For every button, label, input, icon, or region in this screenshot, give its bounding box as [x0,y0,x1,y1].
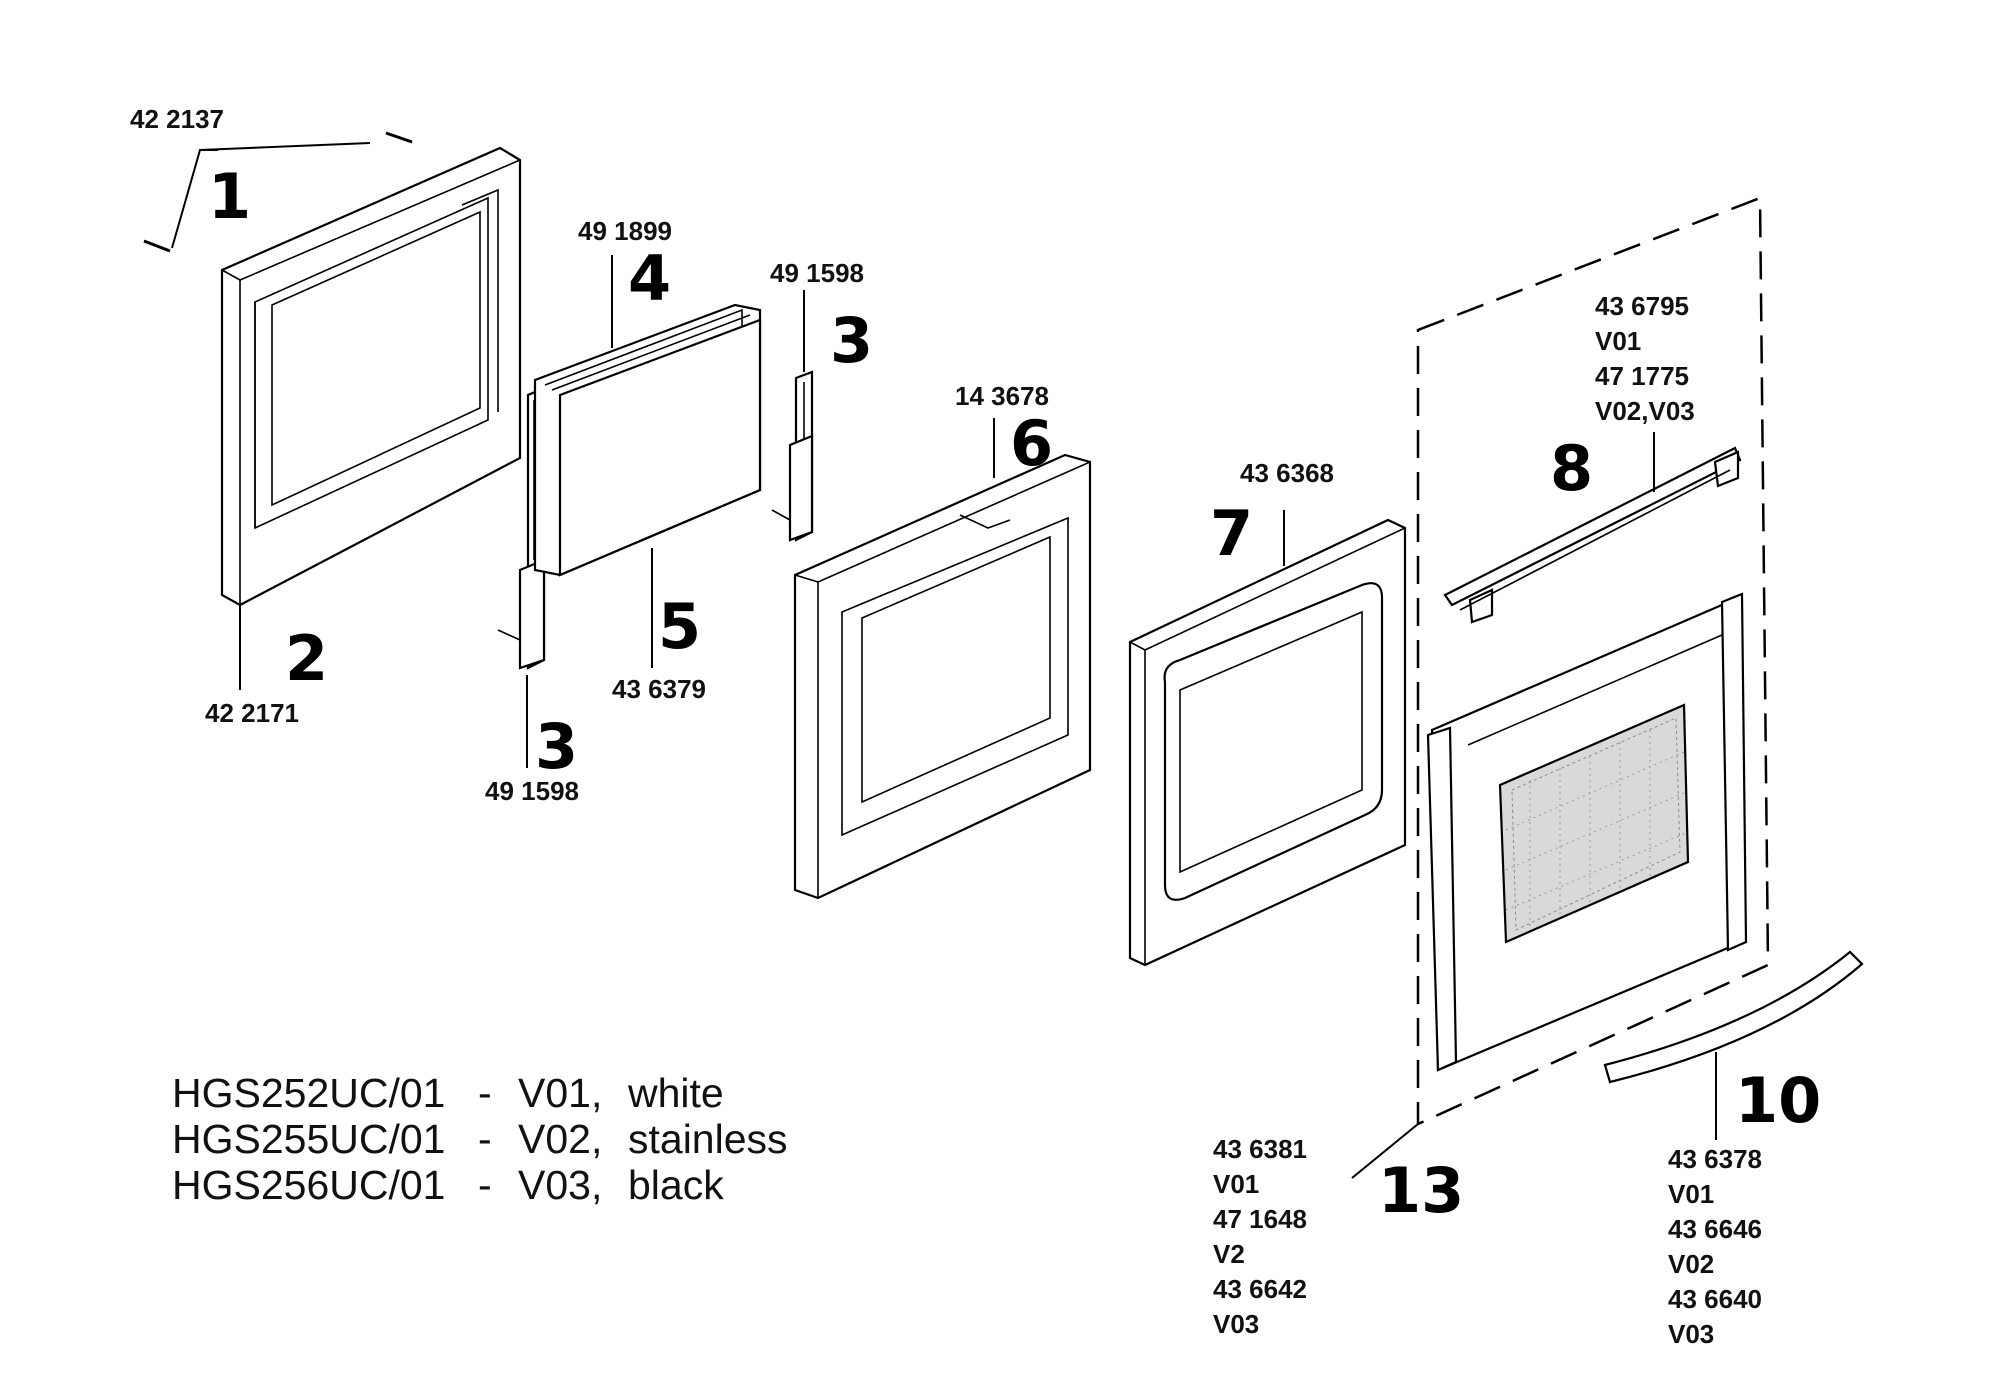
part-number-2: 42 2171 [205,698,299,728]
door-window [1498,703,1690,944]
legend-color-1: white [627,1070,724,1116]
part-7-door-liner [1128,510,1407,967]
part-13-line-2: V01 [1213,1169,1259,1199]
part-number-3-lower: 49 1598 [485,776,579,806]
legend-variant-2: V02, [518,1116,602,1162]
legend-color-2: stainless [628,1116,788,1162]
legend-model-1: HGS252UC/01 [172,1070,445,1116]
leader-1b [199,142,371,151]
part-13-line-6: V03 [1213,1309,1259,1339]
part-13-line-3: 47 1648 [1213,1204,1307,1234]
legend-dash-2: - [478,1116,492,1162]
callout-3-lower: 3 [535,710,578,783]
part-10-handle [1603,950,1864,1140]
part-8-line-1: 43 6795 [1595,291,1689,321]
legend-color-3: black [628,1162,724,1208]
legend-variant-1: V01, [518,1070,602,1116]
part-10-line-6: V03 [1668,1319,1714,1349]
legend-dash-1: - [478,1070,492,1116]
part-10-line-3: 43 6646 [1668,1214,1762,1244]
part-number-4: 49 1899 [578,216,672,246]
part-4-5-glass-pack [533,255,762,668]
part-number-7: 43 6368 [1240,458,1334,488]
part-13-outer-door-group [1351,196,1770,1179]
pin-left [143,239,171,253]
part-13-line-1: 43 6381 [1213,1134,1307,1164]
callout-6: 6 [1010,407,1053,480]
callout-10: 10 [1735,1064,1821,1137]
part-number-1: 42 2137 [130,104,224,134]
callout-7: 7 [1210,497,1253,570]
pin-right [385,131,413,144]
part-10-line-5: 43 6640 [1668,1284,1762,1314]
part-8-top-trim [1443,432,1742,624]
legend-model-2: HGS255UC/01 [172,1116,445,1162]
callout-3-upper: 3 [830,304,873,377]
part-13-line-5: 43 6642 [1213,1274,1307,1304]
part-number-13-block: 43 6381 V01 47 1648 V2 43 6642 V03 [1213,1134,1307,1339]
callout-5: 5 [658,590,701,663]
part-number-5: 43 6379 [612,674,706,704]
model-legend: HGS252UC/01 - V01, white HGS255UC/01 - V… [172,1070,788,1208]
legend-model-3: HGS256UC/01 [172,1162,445,1208]
callout-13: 13 [1378,1154,1464,1227]
callout-1: 1 [208,160,251,233]
part-number-10-block: 43 6378 V01 43 6646 V02 43 6640 V03 [1668,1144,1762,1349]
callout-8: 8 [1550,432,1593,505]
legend-variant-3: V03, [518,1162,602,1208]
part-10-line-1: 43 6378 [1668,1144,1762,1174]
callout-2: 2 [285,622,328,695]
part-13-line-4: V2 [1213,1239,1245,1269]
part-number-3-upper: 49 1598 [770,258,864,288]
part-10-line-4: V02 [1668,1249,1714,1279]
part-8-line-4: V02,V03 [1595,396,1695,426]
part-1-hinge-pins [143,131,413,253]
legend-dash-3: - [478,1162,492,1208]
callout-4: 4 [628,242,671,315]
part-number-6: 14 3678 [955,381,1049,411]
part-2-inner-door-frame [220,146,522,690]
dashed-group-outline [1416,196,1770,1126]
part-8-line-3: 47 1775 [1595,361,1689,391]
part-3-upper-hinge [771,290,814,542]
part-number-8-block: 43 6795 V01 47 1775 V02,V03 [1595,291,1695,426]
part-8-line-2: V01 [1595,326,1641,356]
part-10-line-2: V01 [1668,1179,1714,1209]
part-6-insulation [793,418,1092,900]
